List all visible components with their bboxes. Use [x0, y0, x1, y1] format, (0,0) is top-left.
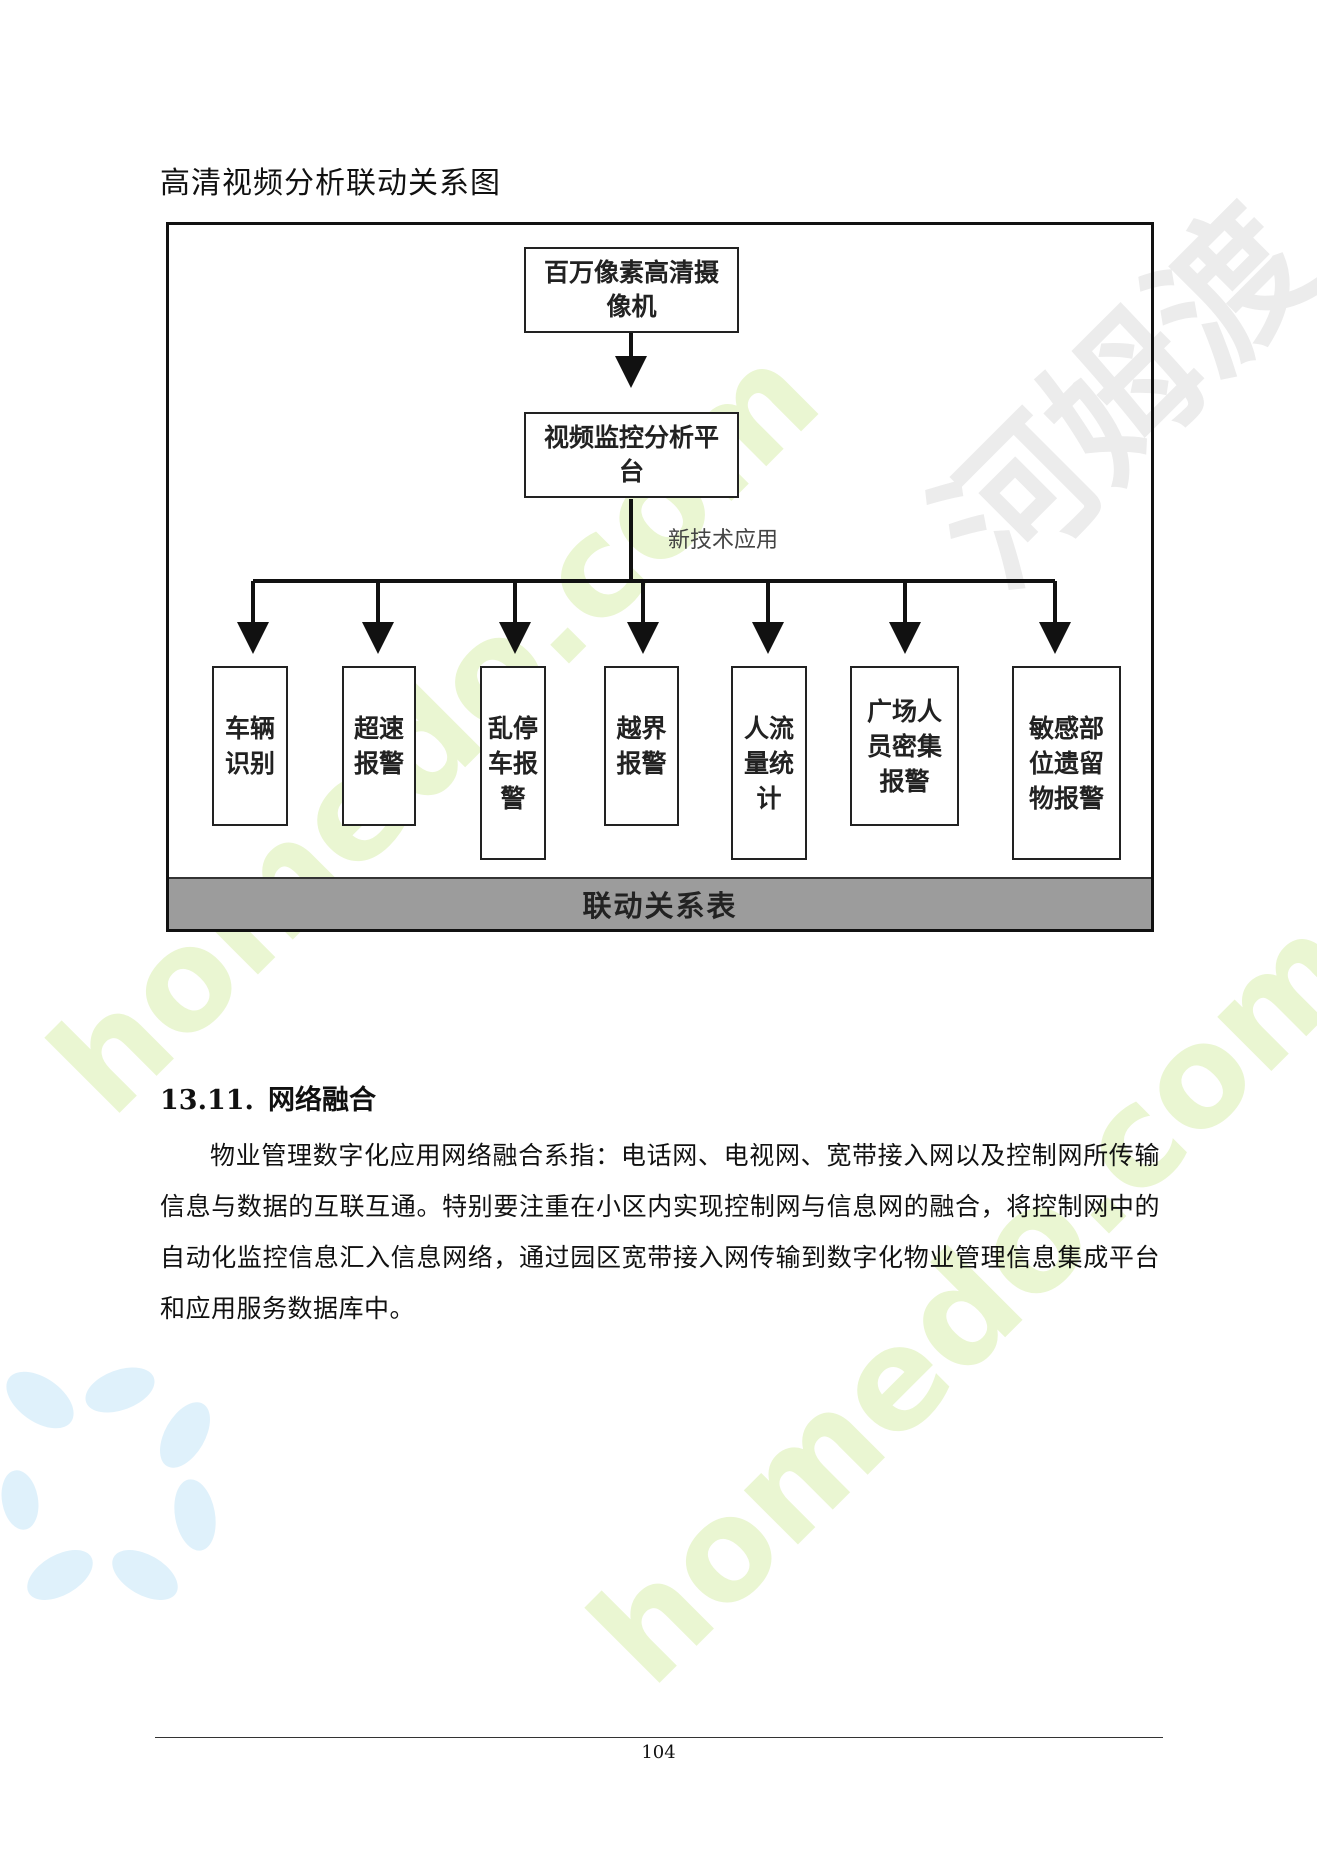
section-paragraph: 物业管理数字化应用网络融合系指：电话网、电视网、宽带接入网以及控制网所传输信息与… [160, 1141, 1160, 1323]
leaf-people-flow-statistics: 人流量统计 [731, 666, 807, 860]
leaf-speeding-alarm: 超速报警 [342, 666, 416, 826]
linkage-diagram: 百万像素高清摄像机 视频监控分析平台 新技术应用 车辆识别 超速报警 乱停车报警… [166, 222, 1154, 932]
leaf-vehicle-recognition: 车辆识别 [212, 666, 288, 826]
footer-rule [155, 1737, 1163, 1738]
platform-box: 视频监控分析平台 [524, 412, 739, 498]
section-title: 网络融合 [267, 1085, 376, 1116]
camera-box: 百万像素高清摄像机 [524, 247, 739, 333]
watermark-flower-icon [1, 1367, 216, 1600]
leaf-abandoned-object-alarm: 敏感部位遗留物报警 [1012, 666, 1121, 860]
leaf-line-crossing-alarm: 越界报警 [604, 666, 679, 826]
diagram-connectors [237, 332, 1071, 654]
figure-title: 高清视频分析联动关系图 [160, 166, 501, 201]
page-number: 104 [641, 1742, 676, 1763]
linkage-table-bar: 联动关系表 [169, 877, 1151, 929]
leaf-crowd-density-alarm: 广场人员密集报警 [850, 666, 959, 826]
section-heading: 13.11. 网络融合 [160, 1078, 376, 1117]
section-number: 13.11. [160, 1085, 254, 1116]
leaf-illegal-parking-alarm: 乱停车报警 [480, 666, 546, 860]
edge-label: 新技术应用 [668, 528, 779, 553]
